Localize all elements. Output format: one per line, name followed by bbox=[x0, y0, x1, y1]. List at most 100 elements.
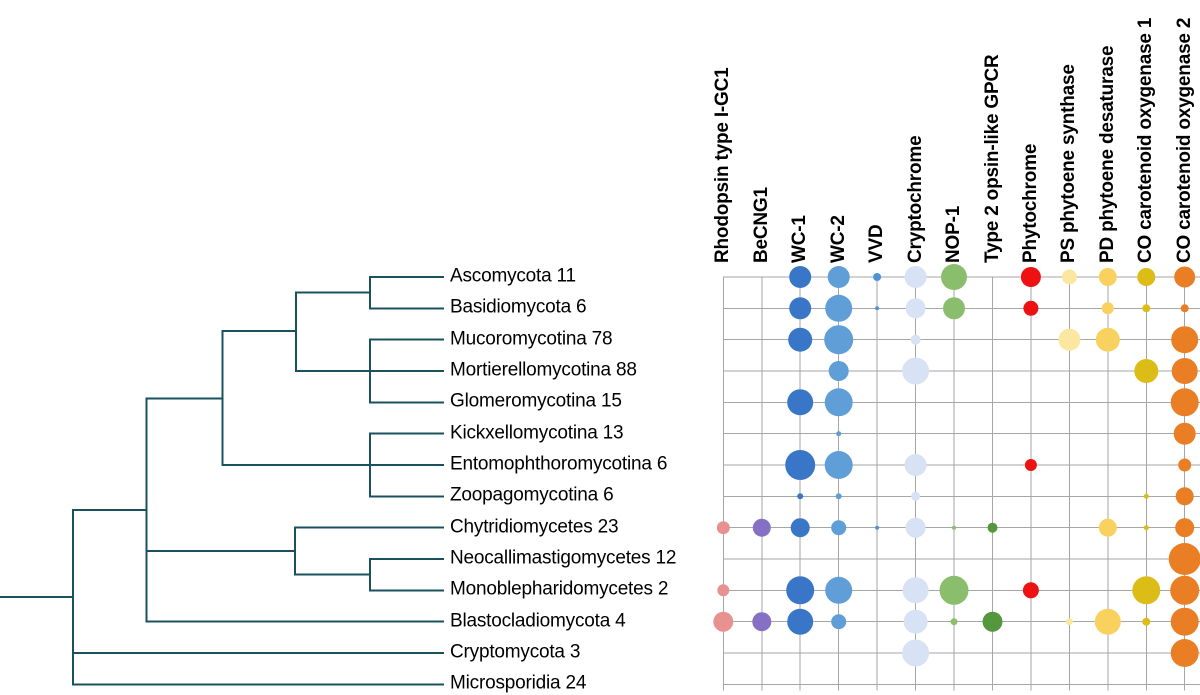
bubble bbox=[1095, 327, 1120, 352]
taxon-label: Chytridiomycetes 23 bbox=[450, 516, 619, 538]
bubble bbox=[831, 520, 847, 536]
bubble bbox=[1170, 607, 1199, 636]
bubble bbox=[904, 266, 927, 288]
bubble bbox=[875, 306, 880, 311]
bubble bbox=[903, 609, 928, 634]
bubble bbox=[902, 639, 930, 667]
bubble bbox=[790, 518, 810, 538]
bubble bbox=[789, 297, 812, 320]
column-header: CO carotenoid oxygenase 2 bbox=[1173, 17, 1195, 263]
column-header: Type 2 opsin-like GPCR bbox=[981, 54, 1003, 263]
bubble bbox=[1134, 359, 1159, 383]
bubble bbox=[987, 522, 998, 533]
bubble bbox=[1058, 328, 1081, 351]
bubble bbox=[827, 266, 850, 288]
bubble bbox=[787, 608, 814, 635]
bubble bbox=[943, 297, 965, 320]
bubble bbox=[836, 431, 842, 437]
bubble bbox=[950, 618, 958, 626]
bubble bbox=[752, 518, 771, 537]
bubble bbox=[1101, 302, 1114, 315]
column-header: WC-1 bbox=[789, 215, 811, 263]
bubble bbox=[1175, 487, 1194, 506]
taxon-label: Monoblepharidomycetes 2 bbox=[450, 578, 669, 600]
column-header: CO carotenoid oxygenase 1 bbox=[1135, 17, 1157, 263]
taxon-label: Zoopagomycotina 6 bbox=[450, 484, 614, 506]
taxon-label: Mortierellomycotina 88 bbox=[450, 359, 637, 381]
taxon-label: Mucoromycotina 78 bbox=[450, 328, 613, 350]
bubble bbox=[952, 525, 956, 530]
bubble bbox=[1065, 618, 1073, 626]
taxon-label: Entomophthoromycotina 6 bbox=[450, 453, 668, 475]
bubble bbox=[1170, 388, 1199, 417]
taxon-label: Kickxellomycotina 13 bbox=[450, 422, 624, 444]
bubble bbox=[911, 491, 921, 501]
bubble bbox=[902, 357, 930, 385]
column-header: Rhodopsin type I-GC1 bbox=[712, 67, 734, 263]
bubble bbox=[824, 388, 853, 417]
bubble bbox=[825, 576, 853, 604]
bubble bbox=[1023, 300, 1039, 316]
bubble bbox=[828, 361, 849, 381]
taxon-label: Glomeromycotina 15 bbox=[450, 390, 622, 412]
bubble bbox=[1171, 326, 1199, 354]
bubble bbox=[1170, 639, 1199, 667]
bubble bbox=[1143, 493, 1149, 499]
bubble bbox=[717, 584, 730, 597]
bubble bbox=[910, 334, 921, 345]
bubble bbox=[982, 611, 1003, 632]
bubble bbox=[1170, 575, 1200, 605]
column-header: Cryptochrome bbox=[904, 135, 926, 263]
bubble bbox=[786, 576, 815, 605]
bubble bbox=[785, 450, 816, 480]
taxon-label: Neocallimastigomycetes 12 bbox=[450, 547, 677, 569]
bubble bbox=[1020, 267, 1041, 287]
bubble bbox=[1142, 617, 1151, 626]
bubble bbox=[1098, 268, 1117, 286]
column-header: VVD bbox=[866, 224, 888, 263]
bubble bbox=[1094, 608, 1121, 635]
bubble bbox=[1061, 269, 1077, 285]
bubble bbox=[1024, 459, 1037, 471]
bubble bbox=[752, 612, 772, 632]
taxon-label: Ascomycota 11 bbox=[450, 265, 576, 287]
column-header: WC-2 bbox=[827, 215, 849, 263]
bubble bbox=[1175, 518, 1195, 538]
column-header: BeCNG1 bbox=[750, 187, 772, 263]
bubble bbox=[788, 327, 813, 352]
bubble bbox=[905, 298, 926, 319]
bubble bbox=[1142, 304, 1151, 313]
taxon-label: Blastocladiomycota 4 bbox=[450, 610, 626, 632]
bubble bbox=[824, 325, 854, 355]
column-header: PD phytoene desaturase bbox=[1096, 45, 1118, 263]
bubble bbox=[1180, 304, 1189, 313]
bubble bbox=[941, 264, 967, 290]
bubble bbox=[835, 493, 842, 500]
bubble bbox=[787, 389, 814, 416]
bubble bbox=[873, 273, 882, 281]
bubble bbox=[1174, 266, 1196, 288]
bubble bbox=[1022, 582, 1039, 599]
bubble bbox=[825, 294, 853, 322]
taxon-label: Basidiomycota 6 bbox=[450, 296, 587, 318]
bubble bbox=[1171, 358, 1198, 384]
column-header: NOP-1 bbox=[943, 205, 964, 263]
bubble bbox=[939, 575, 969, 605]
bubble bbox=[1178, 458, 1192, 472]
bubble bbox=[716, 521, 730, 535]
bubble bbox=[824, 451, 853, 479]
bubble bbox=[875, 525, 880, 530]
bubble bbox=[797, 493, 804, 500]
bubble bbox=[904, 454, 927, 476]
bubble bbox=[1137, 268, 1156, 286]
bubble bbox=[789, 266, 812, 288]
column-header: PS phytoene synthase bbox=[1058, 64, 1080, 263]
bubble bbox=[713, 611, 734, 632]
taxon-label: Cryptomycota 3 bbox=[450, 641, 581, 663]
taxon-label: Microsporidia 24 bbox=[450, 672, 587, 694]
bubble bbox=[1168, 543, 1200, 575]
bubble bbox=[902, 577, 929, 604]
bubble bbox=[831, 614, 847, 630]
